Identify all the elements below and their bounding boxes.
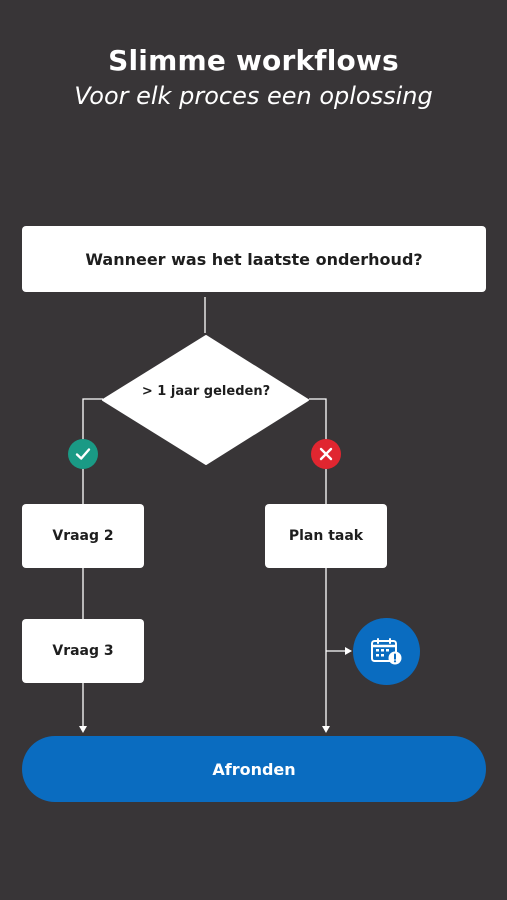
calendar-alert-icon [353, 618, 420, 685]
finish-button[interactable]: Afronden [22, 736, 486, 802]
page-subtitle: Voor elk proces een oplossing [74, 82, 433, 110]
decision-label: > 1 jaar geleden? [141, 384, 271, 399]
page-title: Slimme workflows [108, 44, 399, 77]
check-icon [68, 439, 98, 469]
cross-icon [311, 439, 341, 469]
step-vraag-2: Vraag 2 [22, 504, 144, 568]
decision-diamond [102, 335, 309, 465]
step-plan-taak: Plan taak [265, 504, 387, 568]
step-vraag-3: Vraag 3 [22, 619, 144, 683]
question-box: Wanneer was het laatste onderhoud? [22, 226, 486, 292]
